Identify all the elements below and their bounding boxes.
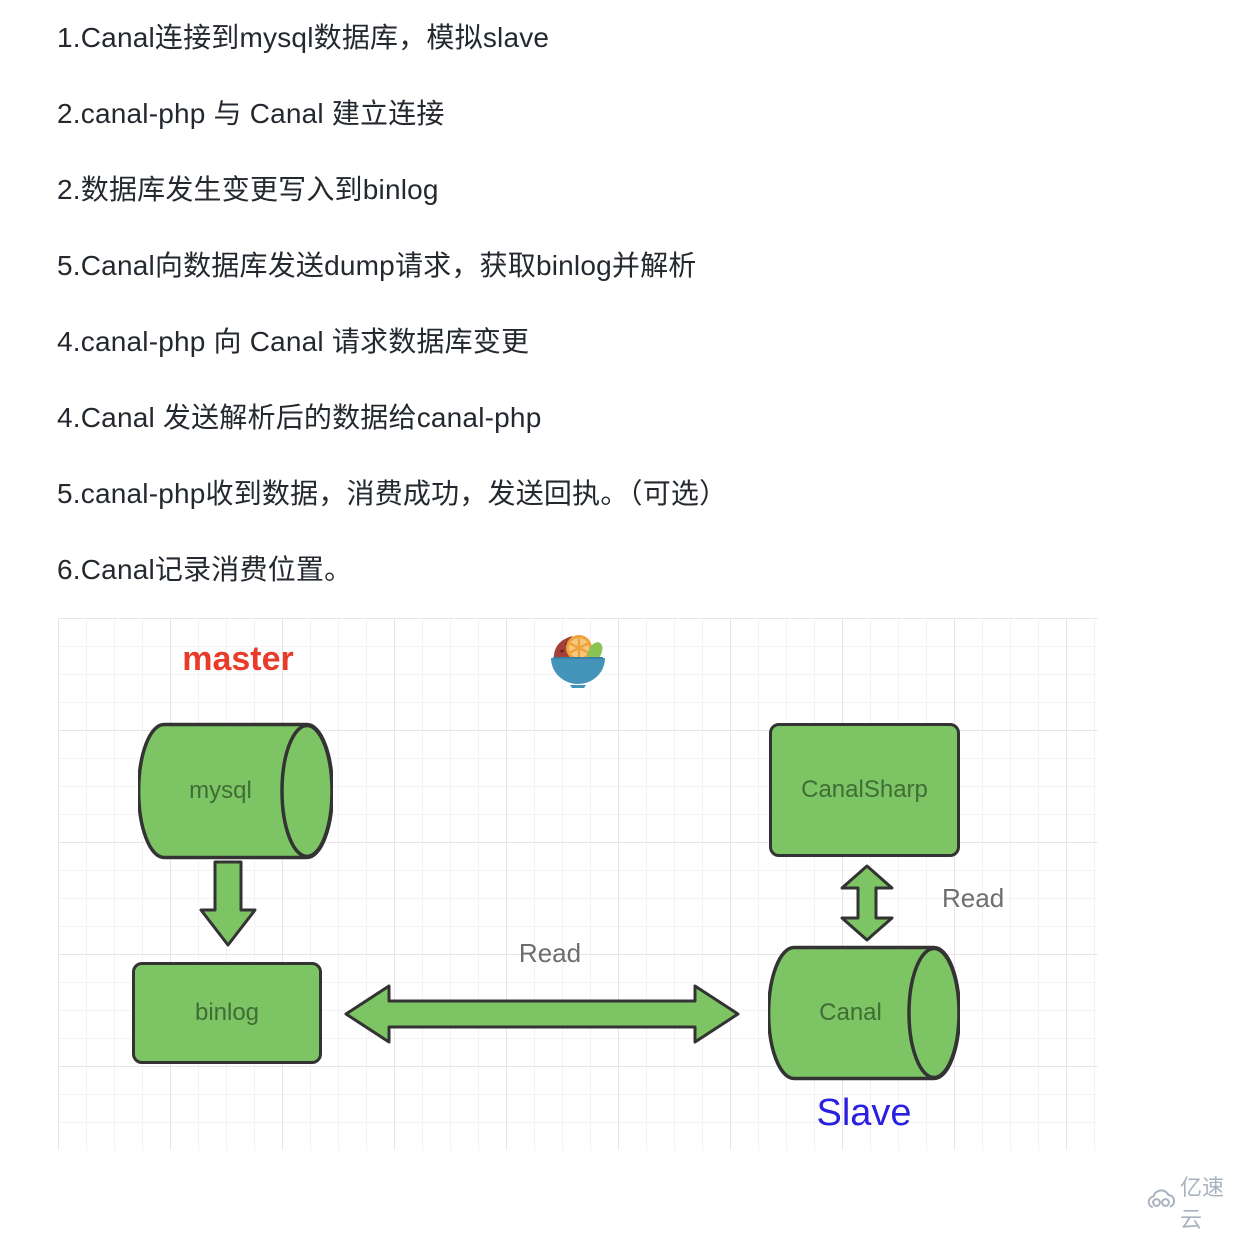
canal-node: Canal [766, 945, 962, 1081]
canal-architecture-diagram: master mysql CanalSharp [58, 618, 1098, 1150]
binlog-node: binlog [132, 962, 322, 1064]
canal-node-label: Canal [819, 999, 882, 1026]
step-item: 6.Canal记录消费位置。 [57, 554, 353, 585]
step-item: 5.Canal向数据库发送dump请求，获取binlog并解析 [57, 250, 697, 281]
step-item: 5.canal-php收到数据，消费成功，发送回执。（可选） [57, 478, 728, 509]
step-item: 4.canal-php 向 Canal 请求数据库变更 [57, 326, 530, 357]
canalsharp-node: CanalSharp [769, 723, 960, 857]
read-label-horizontal: Read [518, 938, 582, 968]
watermark-text: 亿速云 [1180, 1175, 1225, 1232]
arrow-down-mysql-to-binlog [198, 860, 258, 948]
canalsharp-node-label: CanalSharp [801, 776, 928, 803]
step-item: 2.canal-php 与 Canal 建立连接 [57, 98, 445, 129]
binlog-node-label: binlog [194, 999, 260, 1026]
cloud-logo-icon [1146, 1187, 1176, 1218]
step-item: 4.Canal 发送解析后的数据给canal-php [57, 402, 542, 433]
mysql-node: mysql [136, 722, 335, 860]
arrow-vertical-canalsharp-canal [839, 863, 895, 943]
mysql-node-label: mysql [189, 777, 252, 804]
step-item: 2.数据库发生变更写入到binlog [57, 174, 439, 205]
arrow-horizontal-binlog-canal [343, 982, 741, 1046]
slave-label: Slave [816, 1092, 912, 1134]
fruit-bowl-icon [544, 627, 608, 693]
step-item: 1.Canal连接到mysql数据库，模拟slave [57, 22, 550, 53]
step-list: 1.Canal连接到mysql数据库，模拟slave 2.canal-php 与… [57, 0, 1157, 608]
master-label: master [182, 640, 294, 678]
read-label-vertical: Read [942, 883, 1005, 913]
watermark: 亿速云 [1146, 1170, 1240, 1234]
